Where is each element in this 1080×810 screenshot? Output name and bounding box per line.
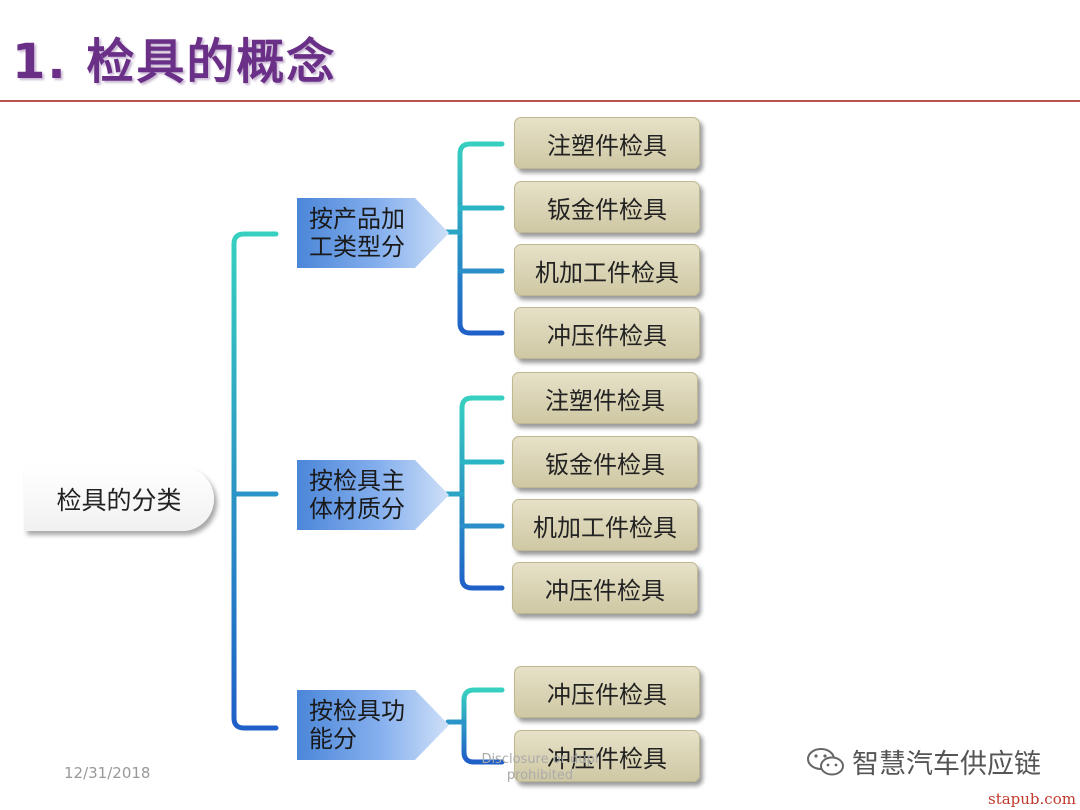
page-title: 1. 检具的概念: [12, 34, 337, 90]
category-label-line2: 体材质分: [309, 495, 405, 523]
leaf-node: 机加工件检具: [512, 499, 698, 551]
category-label-line1: 按检具功: [309, 697, 405, 725]
watermark-text: 智慧汽车供应链: [852, 749, 1041, 780]
group-b-bracket: [459, 395, 505, 591]
watermark: 智慧汽车供应链: [806, 742, 1041, 781]
leaf-node: 冲压件检具: [512, 562, 698, 614]
leaf-node: 注塑件检具: [514, 117, 700, 169]
leaf-node: 冲压件检具: [514, 730, 700, 782]
wechat-icon: [807, 747, 844, 775]
site-url: stapub.com: [988, 790, 1076, 808]
footer-date: 12/31/2018: [64, 764, 151, 782]
footer-note-line2: prohibited: [506, 768, 574, 783]
category-label-line1: 按检具主: [309, 467, 405, 495]
category-node-function: 按检具功 能分: [297, 690, 449, 760]
main-bracket: [231, 231, 279, 731]
leaf-node: 钣金件检具: [514, 181, 700, 233]
footer-note: Disclosure or dupl prohibited: [380, 752, 700, 784]
leaf-node: 钣金件检具: [512, 436, 698, 488]
group-a-bracket: [457, 141, 505, 336]
leaf-node: 注塑件检具: [512, 372, 698, 424]
leaf-node: 冲压件检具: [514, 666, 700, 718]
leaf-node: 冲压件检具: [514, 307, 700, 359]
group-c-bracket: [461, 687, 505, 765]
category-label-line1: 按产品加: [309, 205, 405, 233]
root-node: 检具的分类: [24, 467, 214, 531]
footer-note-line1: Disclosure or dupl: [481, 752, 599, 767]
title-divider: [0, 100, 1080, 102]
category-label-line2: 能分: [309, 725, 357, 753]
leaf-node: 机加工件检具: [514, 244, 700, 296]
category-label-line2: 工类型分: [309, 233, 405, 261]
category-node-material: 按检具主 体材质分: [297, 460, 449, 530]
category-node-processing-type: 按产品加 工类型分: [297, 198, 449, 268]
